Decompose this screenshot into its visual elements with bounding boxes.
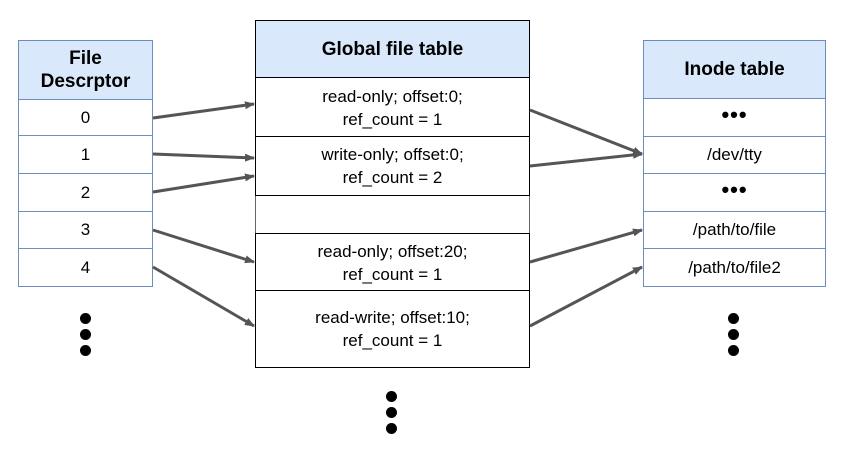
gft-entry-3-line2: ref_count = 1 [342,331,443,350]
fd-row-3: 3 [18,211,153,249]
inode-row-4: /path/to/file2 [643,248,826,287]
fd-more-dots [80,313,92,361]
arrow-fd1-to-gft1 [152,152,255,162]
arrow-fd2-to-gft1 [152,173,255,194]
gft-entry-1-line1: write-only; offset:0; [321,145,464,164]
arrow-gft1-to-inode1 [529,150,643,168]
arrow-gft2-to-inode3 [529,228,643,264]
fd-row-1: 1 [18,135,153,174]
inode-table-header: Inode table [643,40,826,99]
fd-header-line1: File [69,48,102,69]
gft-entry-3-line1: read-write; offset:10; [315,308,470,327]
gft-more-dots [386,391,398,439]
fd-row-0: 0 [18,99,153,136]
arrow-gft3-to-inode4 [529,265,643,328]
inode-row-2-dots: ••• [643,173,826,212]
gft-entry-1-line2: ref_count = 2 [342,168,443,187]
global-file-table-header: Global file table [255,20,530,79]
gft-entry-2-line1: read-only; offset:20; [317,241,468,261]
gft-entry-0-line1: read-only; offset:0; [322,86,463,106]
arrow-gft0-to-inode1 [529,108,643,156]
gft-entry-0-line2: ref_count = 1 [342,109,443,129]
fd-header-line2: Descrptor [40,71,131,92]
gft-entry-0: read-only; offset:0; ref_count = 1 [255,77,530,138]
arrow-fd3-to-gft2 [152,228,255,264]
gft-empty-slot [255,196,530,233]
inode-row-3: /path/to/file [643,211,826,249]
arrow-fd4-to-gft3 [152,265,255,328]
arrow-fd0-to-gft0 [152,101,255,120]
inode-more-dots [728,313,740,361]
gft-entry-1: write-only; offset:0; ref_count = 2 [255,136,530,196]
gft-entry-3: read-write; offset:10; ref_count = 1 [255,290,530,368]
fd-row-2: 2 [18,173,153,212]
gft-entry-2-line2: ref_count = 1 [342,264,443,284]
inode-row-1: /dev/tty [643,136,826,174]
fd-table-header: File Descrptor [18,40,153,100]
fd-row-4: 4 [18,248,153,287]
inode-row-0-dots: ••• [643,98,826,137]
gft-entry-2: read-only; offset:20; ref_count = 1 [255,233,530,292]
